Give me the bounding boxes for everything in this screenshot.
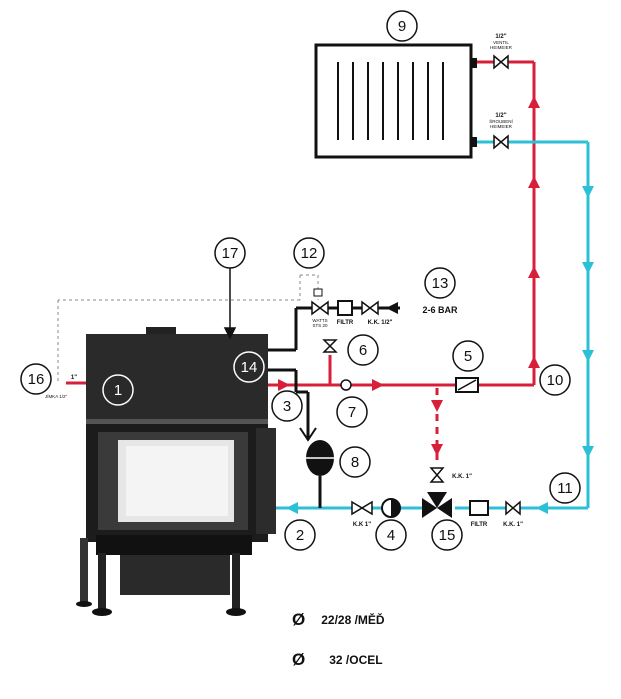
callout-5: 5 bbox=[464, 348, 472, 365]
label-kk-pump: K.K 1" bbox=[353, 522, 371, 528]
supply-piping bbox=[66, 60, 536, 465]
label-ventil-heimeier: HEIMEIER bbox=[490, 45, 513, 50]
leader-lines bbox=[223, 268, 237, 340]
label-filtr-bottom: FILTR bbox=[471, 522, 488, 528]
callout-circle-11 bbox=[549, 472, 581, 504]
callout-circle-16 bbox=[20, 363, 52, 395]
callout-14-overlay: 14 bbox=[241, 359, 258, 376]
callout-circle-2 bbox=[284, 519, 316, 551]
legend-steel: Ø 32 /OCEL bbox=[292, 650, 383, 670]
callout-circle-12 bbox=[293, 237, 325, 269]
callout-circle-9 bbox=[386, 10, 418, 42]
fireplace-insert bbox=[76, 327, 276, 616]
label-watts-model: STS 20 bbox=[312, 323, 328, 328]
three-way-valve bbox=[422, 492, 452, 518]
callout-1-overlay: 1 bbox=[114, 382, 122, 399]
callout-15: 15 bbox=[439, 527, 456, 544]
callout-circle-7 bbox=[336, 396, 368, 428]
legend-copper-text: 22/28 /MĚĎ bbox=[321, 613, 385, 627]
label-jimka-size: 1" bbox=[71, 375, 77, 381]
expansion-vessel bbox=[306, 440, 334, 476]
callout-10: 10 bbox=[547, 372, 564, 389]
label-filtr-top: FILTR bbox=[337, 320, 354, 326]
callout-4: 4 bbox=[387, 527, 395, 544]
label-ventil: VENTIL bbox=[493, 40, 509, 45]
callout-2: 2 bbox=[296, 527, 304, 544]
callout-6: 6 bbox=[359, 342, 367, 359]
callout-9: 9 bbox=[398, 18, 406, 35]
callout-11: 11 bbox=[557, 480, 573, 497]
label-sroubeni-size: 1/2" bbox=[495, 113, 506, 119]
callout-circle-6 bbox=[347, 334, 379, 366]
callout-16: 16 bbox=[28, 371, 45, 388]
inlet-arrow bbox=[386, 302, 398, 314]
callout-circle-8 bbox=[339, 446, 371, 478]
label-kk-bypass: K.K. 1" bbox=[452, 474, 472, 480]
label-ventil-size: 1/2" bbox=[495, 34, 506, 40]
label-watts: WATTS bbox=[312, 318, 327, 323]
label-kk-half: K.K. 1/2" bbox=[368, 320, 393, 326]
drain-funnel bbox=[299, 427, 317, 442]
callout-13: 13 bbox=[432, 275, 449, 292]
callout-12: 12 bbox=[301, 245, 318, 262]
legend-copper: Ø 22/28 /MĚĎ bbox=[292, 610, 385, 630]
thermometer bbox=[340, 379, 352, 391]
callout-circle-13 bbox=[424, 267, 456, 299]
label-jimka: JÍMKA 1/2" bbox=[45, 393, 68, 399]
callout-8: 8 bbox=[351, 454, 359, 471]
sensor-head bbox=[313, 288, 323, 297]
heat-meter bbox=[455, 377, 479, 393]
callout-circle-15 bbox=[431, 519, 463, 551]
component-labels: 1/2" VENTIL HEIMEIER 1/2" ŠROUBENÍ HEIME… bbox=[45, 34, 523, 528]
callout-3: 3 bbox=[283, 398, 291, 415]
callout-7: 7 bbox=[348, 404, 356, 421]
label-sroubeni: ŠROUBENÍ bbox=[489, 118, 513, 124]
filter-bottom bbox=[469, 500, 489, 516]
filter-top bbox=[337, 300, 353, 316]
label-sroubeni-heimeier: HEIMEIER bbox=[490, 124, 513, 129]
supply-flow-arrows bbox=[278, 96, 540, 456]
radiator bbox=[314, 43, 477, 159]
diameter-icon: Ø bbox=[292, 650, 306, 669]
black-piping bbox=[268, 306, 400, 508]
callout-circle-3 bbox=[271, 390, 303, 422]
pump bbox=[381, 498, 401, 518]
callout-circle-5 bbox=[452, 340, 484, 372]
callout-circle-10 bbox=[539, 364, 571, 396]
callout-circle-4 bbox=[375, 519, 407, 551]
return-flow-arrows bbox=[286, 186, 594, 514]
legend-steel-text: 32 /OCEL bbox=[329, 653, 383, 667]
callout-17: 17 bbox=[222, 245, 239, 262]
label-kk-return: K.K. 1" bbox=[503, 522, 523, 528]
valves bbox=[311, 54, 521, 516]
diameter-icon: Ø bbox=[292, 610, 306, 629]
callout-circle-17 bbox=[214, 237, 246, 269]
label-pressure: 2-6 BAR bbox=[422, 305, 458, 315]
